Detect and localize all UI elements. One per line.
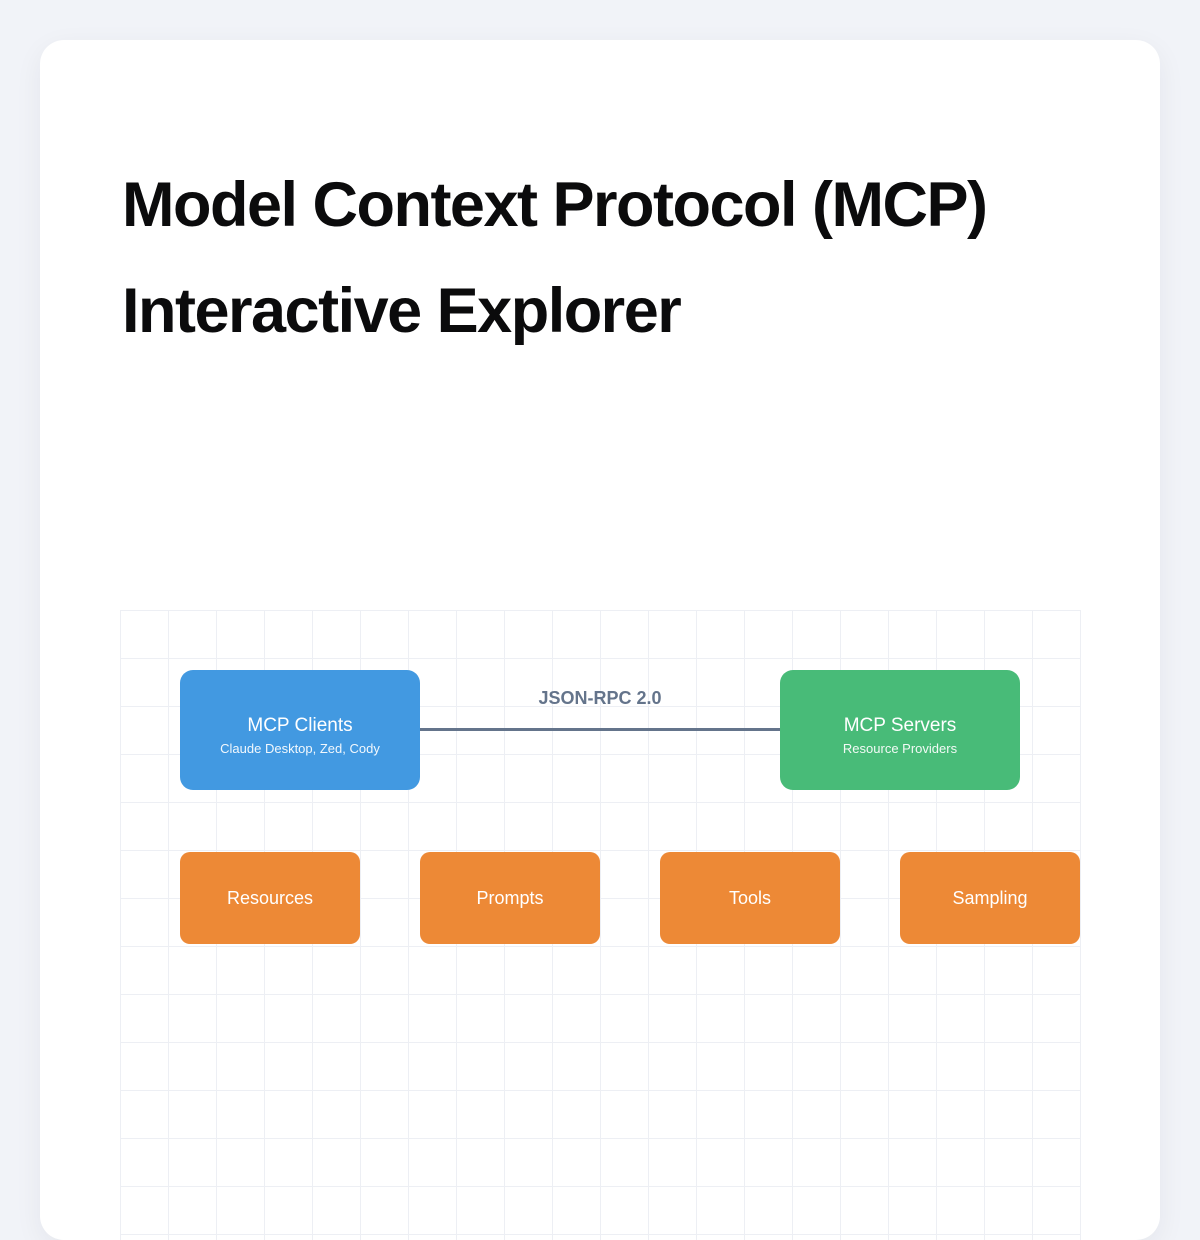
node-mcp-servers[interactable]: MCP Servers Resource Providers: [780, 670, 1020, 790]
node-mcp-clients-sublabel: Claude Desktop, Zed, Cody: [220, 741, 380, 756]
node-mcp-clients-label: MCP Clients: [247, 715, 353, 736]
capability-node-prompts[interactable]: Prompts: [420, 852, 600, 944]
edge-label-json-rpc: JSON-RPC 2.0: [538, 688, 662, 708]
capability-node-tools[interactable]: Tools: [660, 852, 840, 944]
node-mcp-clients[interactable]: MCP Clients Claude Desktop, Zed, Cody: [180, 670, 420, 790]
capability-node-resources[interactable]: Resources: [180, 852, 360, 944]
diagram-canvas: JSON-RPC 2.0 MCP Clients Claude Desktop,…: [120, 610, 1081, 1240]
main-card: Model Context Protocol (MCP) Interactive…: [40, 40, 1160, 1240]
node-mcp-servers-label: MCP Servers: [843, 715, 957, 736]
node-mcp-servers-sublabel: Resource Providers: [842, 741, 958, 756]
page-title: Model Context Protocol (MCP) Interactive…: [122, 152, 988, 364]
edge-line-clients-servers: [420, 728, 780, 731]
page-title-line-1: Model Context Protocol (MCP): [122, 170, 988, 240]
capability-node-sampling[interactable]: Sampling: [900, 852, 1080, 944]
page-title-line-2: Interactive Explorer: [122, 276, 682, 346]
